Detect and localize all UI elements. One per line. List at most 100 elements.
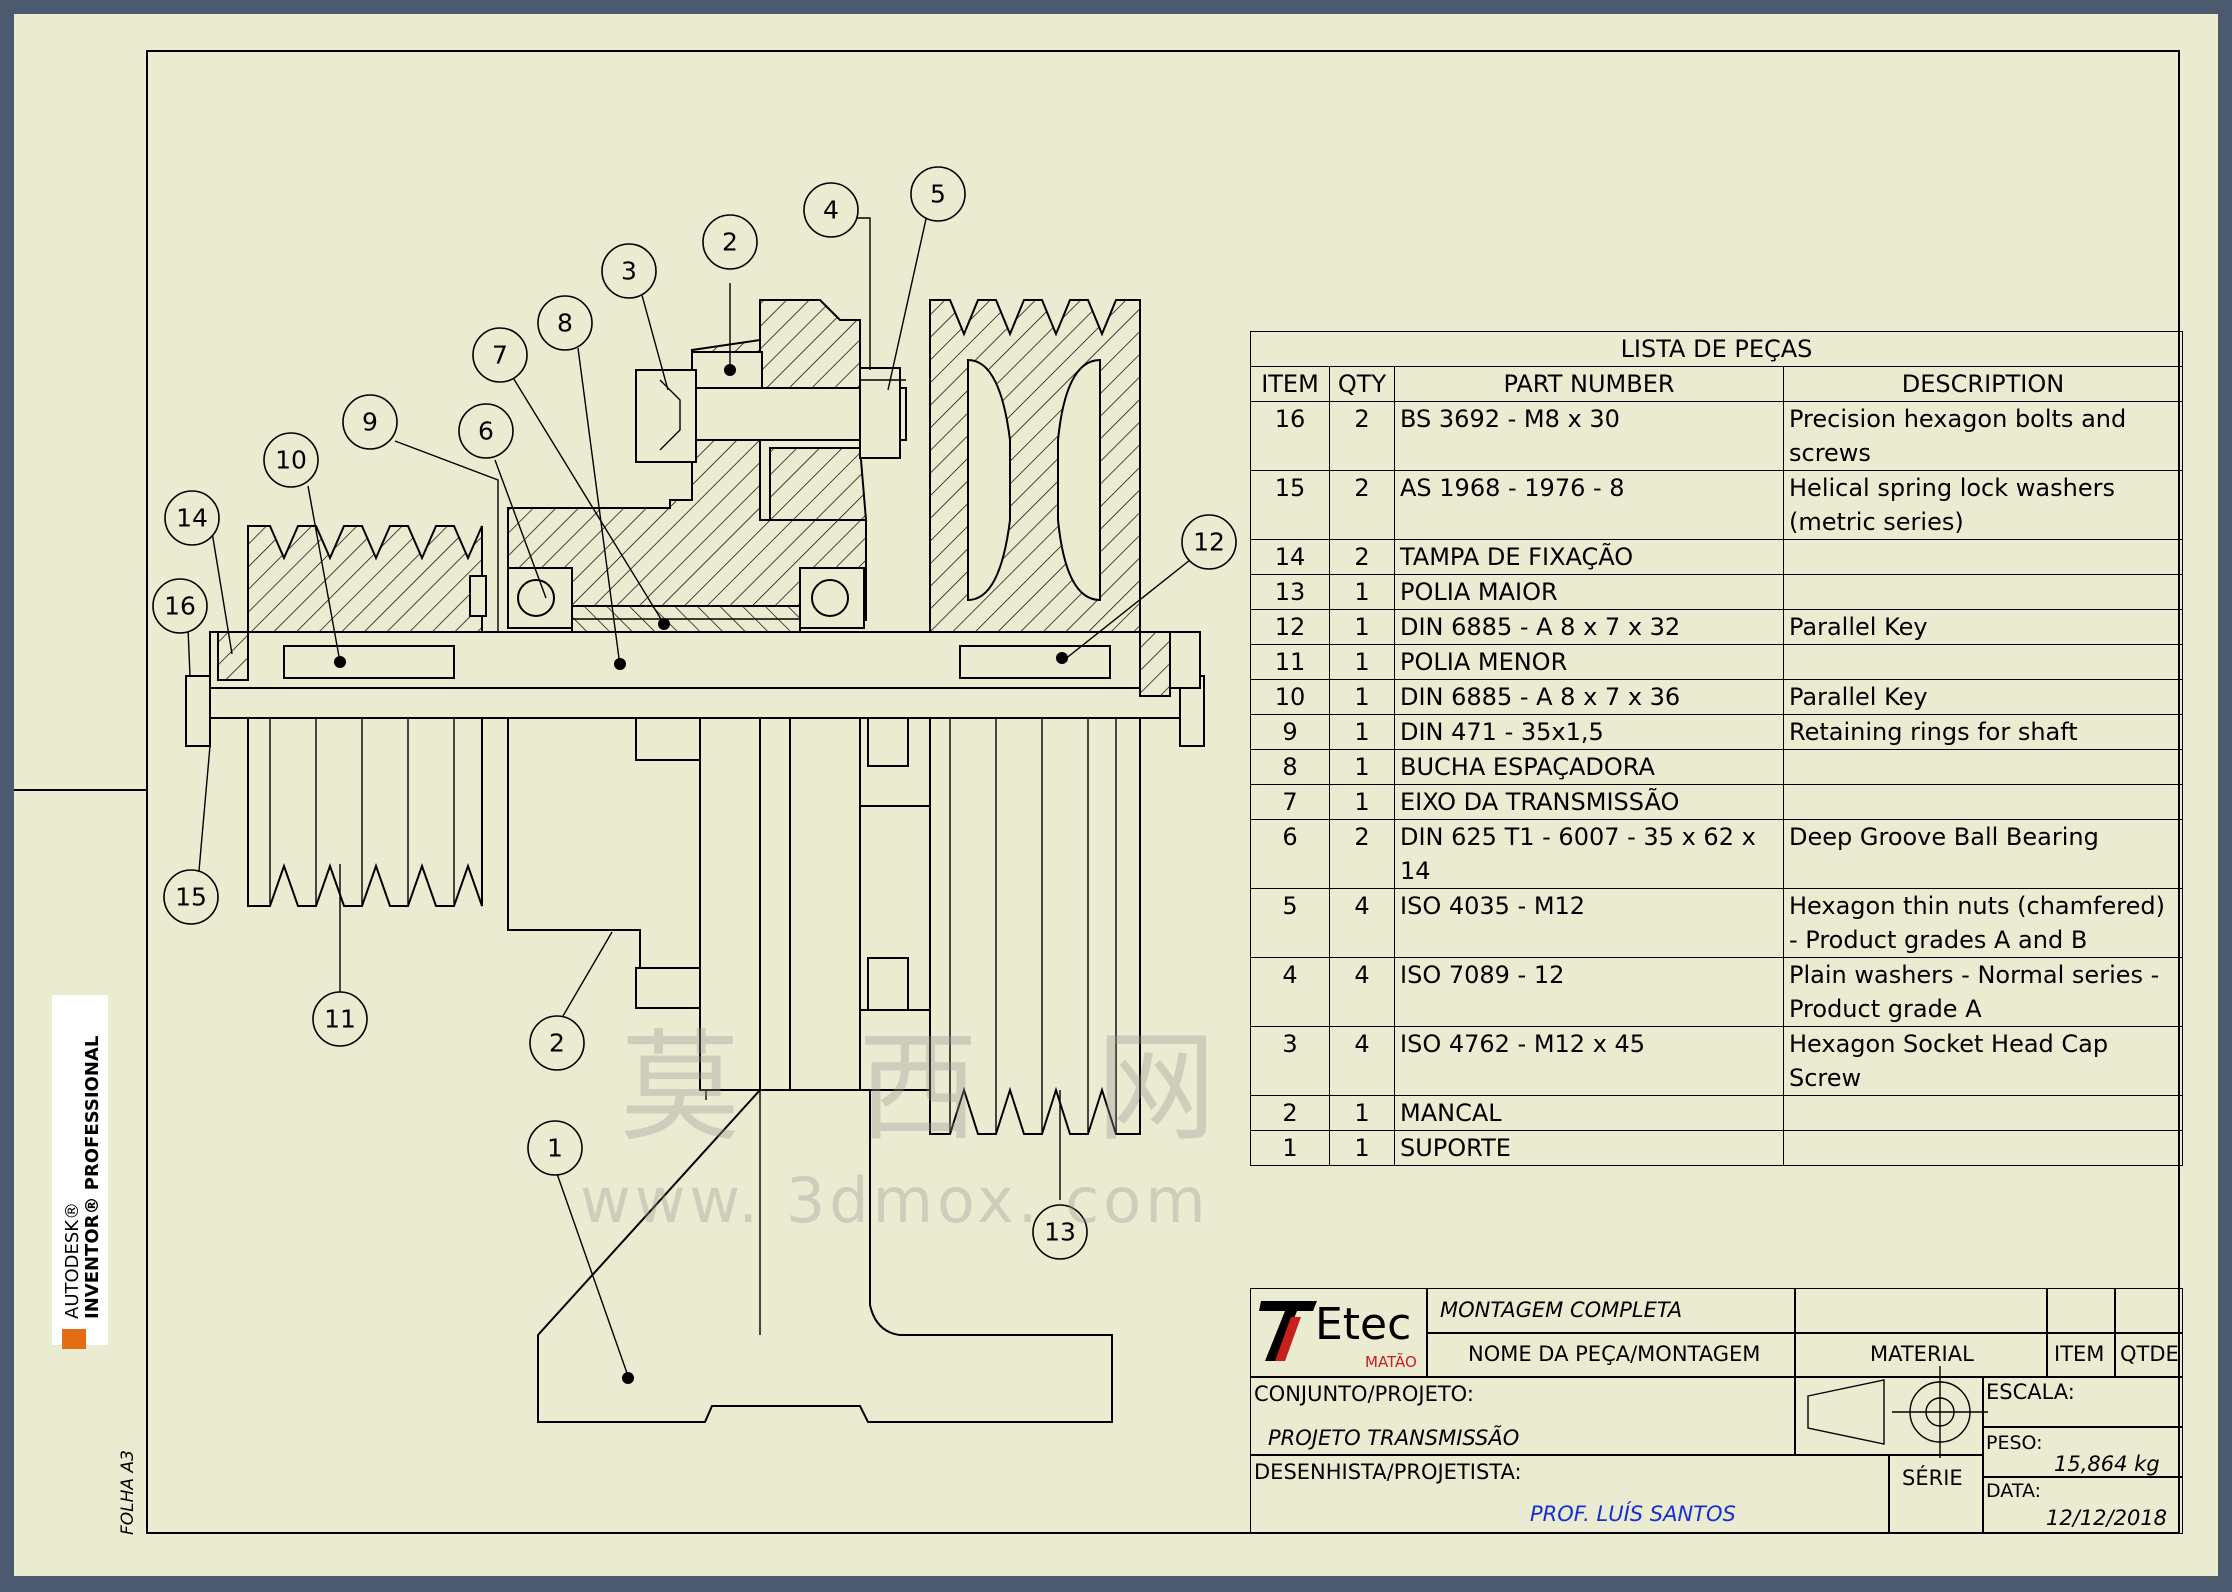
series-cell bbox=[1888, 1454, 1984, 1534]
row-part-number: DIN 6885 - A 8 x 7 x 32 bbox=[1394, 609, 1784, 645]
part-mancal-section bbox=[507, 299, 907, 633]
weight-label: PESO: bbox=[1986, 1432, 2043, 1454]
parts-list-title: LISTA DE PEÇAS bbox=[1250, 331, 2183, 367]
balloon-3: 3 bbox=[601, 243, 657, 299]
svg-text:15: 15 bbox=[175, 883, 207, 912]
row-description bbox=[1783, 749, 2183, 785]
row-item: 8 bbox=[1250, 749, 1330, 785]
balloon-14: 14 bbox=[164, 490, 220, 546]
row-part-number: ISO 4035 - M12 bbox=[1394, 888, 1784, 958]
row-qty: 4 bbox=[1329, 888, 1395, 958]
balloon-4: 4 bbox=[803, 182, 859, 238]
balloon-5: 5 bbox=[910, 166, 966, 222]
row-item: 14 bbox=[1250, 539, 1330, 575]
svg-text:2: 2 bbox=[549, 1029, 565, 1058]
balloon-1: 1 bbox=[527, 1120, 583, 1176]
row-part-number: SUPORTE bbox=[1394, 1130, 1784, 1166]
row-description bbox=[1783, 1130, 2183, 1166]
autodesk-inventor-logo: AUTODESK® INVENTOR® PROFESSIONAL bbox=[52, 995, 108, 1349]
designer-label: DESENHISTA/PROJETISTA: bbox=[1254, 1460, 1522, 1484]
svg-text:6: 6 bbox=[478, 417, 494, 446]
row-qty: 1 bbox=[1329, 784, 1395, 820]
row-item: 3 bbox=[1250, 1026, 1330, 1096]
row-part-number: MANCAL bbox=[1394, 1095, 1784, 1131]
svg-text:12: 12 bbox=[1193, 528, 1225, 557]
svg-text:3: 3 bbox=[621, 257, 637, 286]
material-label: MATERIAL bbox=[1870, 1342, 1974, 1366]
row-item: 1 bbox=[1250, 1130, 1330, 1166]
balloon-9: 9 bbox=[342, 394, 398, 450]
leader-lines bbox=[187, 209, 1191, 1377]
row-qty: 1 bbox=[1329, 1095, 1395, 1131]
assembly-name: MONTAGEM COMPLETA bbox=[1440, 1298, 1683, 1322]
row-description: Deep Groove Ball Bearing bbox=[1783, 819, 2183, 889]
row-item: 5 bbox=[1250, 888, 1330, 958]
row-part-number: ISO 7089 - 12 bbox=[1394, 957, 1784, 1027]
etec-logo-sub: MATÃO bbox=[1365, 1353, 1417, 1371]
row-item: 4 bbox=[1250, 957, 1330, 1027]
balloon-6: 6 bbox=[458, 403, 514, 459]
row-description: Parallel Key bbox=[1783, 609, 2183, 645]
inventor-product: INVENTOR® PROFESSIONAL bbox=[82, 1035, 103, 1319]
date-cell bbox=[1982, 1476, 2183, 1534]
row-qty: 1 bbox=[1329, 714, 1395, 750]
balloon-7: 7 bbox=[472, 327, 528, 383]
etec-logo-text: Etec bbox=[1315, 1299, 1412, 1350]
row-item: 2 bbox=[1250, 1095, 1330, 1131]
parts-list-table: LISTA DE PEÇAS ITEM QTY PART NUMBER DESC… bbox=[1250, 331, 2183, 1166]
row-item: 10 bbox=[1250, 679, 1330, 715]
row-item: 11 bbox=[1250, 644, 1330, 680]
name-label-cell bbox=[1426, 1332, 1796, 1378]
svg-text:10: 10 bbox=[275, 446, 307, 475]
row-qty: 4 bbox=[1329, 957, 1395, 1027]
header-description: DESCRIPTION bbox=[1783, 366, 2183, 402]
item-cell bbox=[2046, 1332, 2116, 1378]
row-part-number: TAMPA DE FIXAÇÃO bbox=[1394, 539, 1784, 575]
svg-text:13: 13 bbox=[1044, 1218, 1076, 1247]
svg-text:16: 16 bbox=[164, 592, 196, 621]
row-item: 16 bbox=[1250, 401, 1330, 471]
row-qty: 2 bbox=[1329, 539, 1395, 575]
row-description bbox=[1783, 1095, 2183, 1131]
date-value: 12/12/2018 bbox=[2046, 1506, 2168, 1530]
row-qty: 1 bbox=[1329, 749, 1395, 785]
row-description bbox=[1783, 644, 2183, 680]
balloon-2-upper: 2 bbox=[702, 214, 758, 270]
row-part-number: EIXO DA TRANSMISSÃO bbox=[1394, 784, 1784, 820]
header-item: ITEM bbox=[1250, 366, 1330, 402]
assembly-name-cell bbox=[1426, 1288, 1796, 1334]
watermark-line2: www. 3dmox. com bbox=[580, 1164, 1210, 1237]
sheet-size-label: FOLHA A3 bbox=[118, 1450, 138, 1535]
row-part-number: POLIA MAIOR bbox=[1394, 574, 1784, 610]
row-part-number: AS 1968 - 1976 - 8 bbox=[1394, 470, 1784, 540]
row-description: Helical spring lock washers (metric seri… bbox=[1783, 470, 2183, 540]
symbol-cell bbox=[1794, 1376, 1984, 1456]
designer-cell bbox=[1250, 1454, 1890, 1534]
project-label: CONJUNTO/PROJETO: bbox=[1254, 1382, 1474, 1406]
part-polia-menor bbox=[217, 525, 487, 907]
row-description: Hexagon Socket Head Cap Screw bbox=[1783, 1026, 2183, 1096]
etec-logo: Etec MATÃO bbox=[1253, 1291, 1423, 1375]
row-part-number: BUCHA ESPAÇADORA bbox=[1394, 749, 1784, 785]
row-item: 6 bbox=[1250, 819, 1330, 889]
leader-dots bbox=[334, 364, 1068, 1384]
balloon-15: 15 bbox=[163, 869, 219, 925]
row-description bbox=[1783, 574, 2183, 610]
row-part-number: DIN 471 - 35x1,5 bbox=[1394, 714, 1784, 750]
row-description: Retaining rings for shaft bbox=[1783, 714, 2183, 750]
qtde-label: QTDE bbox=[2120, 1342, 2179, 1366]
project-cell bbox=[1250, 1376, 1796, 1456]
balloon-10: 10 bbox=[263, 432, 319, 488]
row-qty: 1 bbox=[1329, 679, 1395, 715]
row-qty: 2 bbox=[1329, 819, 1395, 889]
row-part-number: POLIA MENOR bbox=[1394, 644, 1784, 680]
